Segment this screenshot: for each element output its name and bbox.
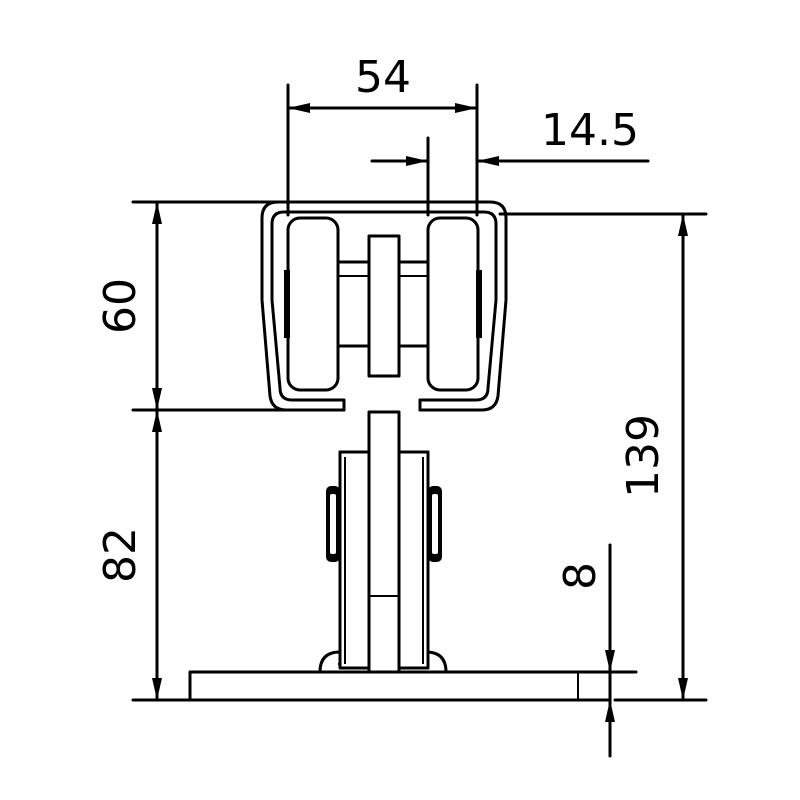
hanger-bracket [338,410,430,674]
adjustment-nut-right [428,486,442,562]
dimension-54: 54 [286,52,479,217]
dimension-82: 82 [95,408,194,702]
dimension-label-14-5: 14.5 [541,105,639,156]
wheel-left [284,216,340,392]
dimension-label-8: 8 [555,562,606,590]
dimension-60: 60 [95,200,314,412]
dimension-14-5: 14.5 [370,105,650,217]
dimension-8: 8 [555,543,638,758]
wheel-right [426,216,482,392]
center-stem [334,234,430,378]
dimension-label-82: 82 [95,527,146,583]
dimension-label-54: 54 [355,52,411,103]
mounting-plate [188,670,612,702]
adjustment-nut-left [326,486,340,562]
track-profile [260,200,508,412]
dimension-label-139: 139 [618,414,669,498]
dimension-label-60: 60 [95,278,146,334]
dimension-139: 139 [498,212,708,702]
